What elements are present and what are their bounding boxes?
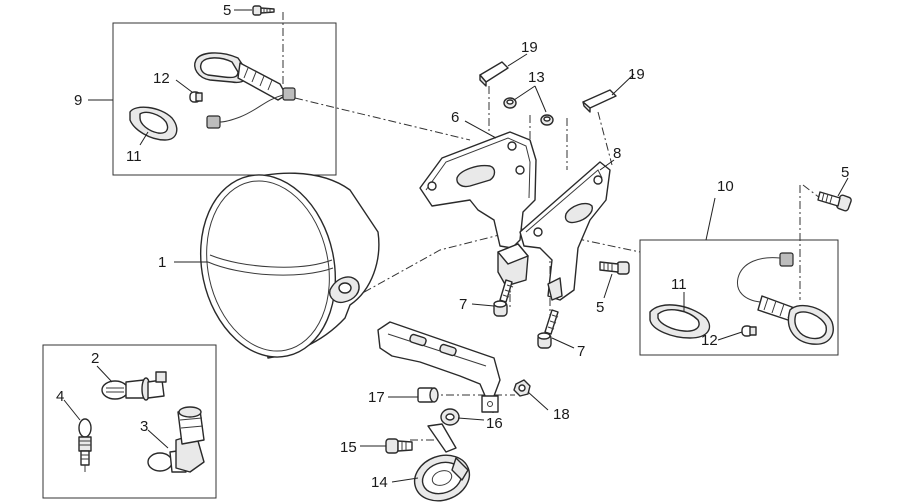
- horn-bracket: [377, 321, 501, 413]
- screw-7-right: [537, 309, 559, 349]
- callout-6: 6: [451, 109, 459, 126]
- callout-labels: 5 9 12 11 19 13 19 6 8 5 10 1 5 11 7 7 1…: [56, 2, 849, 491]
- washer-16: [440, 408, 460, 426]
- nut-18: [513, 379, 531, 397]
- callout-18: 18: [553, 406, 570, 423]
- callout-5-centre: 5: [596, 299, 604, 316]
- callout-12-right: 12: [701, 332, 718, 349]
- bulb-2: [101, 371, 167, 401]
- leader-lines: [63, 9, 849, 483]
- grommet-13-b: [540, 114, 554, 126]
- callout-7-right: 7: [577, 343, 585, 360]
- callout-1: 1: [158, 254, 166, 271]
- callout-12-left: 12: [153, 70, 170, 87]
- headlight-1: [199, 172, 380, 359]
- callout-15: 15: [340, 439, 357, 456]
- screw-7-left: [493, 279, 514, 317]
- callout-19-left: 19: [521, 39, 538, 56]
- callout-11-left: 11: [126, 148, 142, 165]
- rubber-19-right: [582, 89, 617, 113]
- callout-16: 16: [486, 415, 503, 432]
- bulbs-group-box: [42, 344, 217, 499]
- horn-14: [413, 423, 471, 502]
- left-indicator-9: [194, 52, 296, 129]
- left-indicator-group-box: [112, 22, 337, 176]
- bulb-12-left: [189, 91, 203, 103]
- callout-17: 17: [368, 389, 385, 406]
- callout-7-left: 7: [459, 296, 467, 313]
- callout-13: 13: [528, 69, 545, 86]
- callout-8: 8: [613, 145, 621, 162]
- screw-5-right: [817, 191, 852, 212]
- spacer-17: [417, 387, 439, 403]
- callout-9: 9: [74, 92, 82, 109]
- callout-2: 2: [91, 350, 99, 367]
- callout-5-right: 5: [841, 164, 849, 181]
- bracket-8: [519, 161, 611, 301]
- right-indicator-10: [736, 252, 834, 345]
- screw-15: [385, 438, 413, 454]
- callout-19-right: 19: [628, 66, 645, 83]
- right-indicator-group-box: [639, 239, 839, 356]
- grommet-13-a: [503, 97, 517, 109]
- callout-10: 10: [717, 178, 734, 195]
- screw-5-top: [252, 5, 275, 16]
- callout-5-top: 5: [223, 2, 231, 19]
- callout-11-right: 11: [671, 276, 687, 293]
- bulb-4: [78, 418, 92, 472]
- bracket-6: [419, 131, 537, 287]
- bulb-12-right: [741, 325, 757, 337]
- screw-5-centre: [599, 261, 630, 275]
- lens-11-left: [129, 106, 178, 141]
- callout-4: 4: [56, 388, 64, 405]
- rubber-19-left: [479, 61, 509, 87]
- lens-11-right: [649, 304, 711, 339]
- callout-3: 3: [140, 418, 148, 435]
- callout-14: 14: [371, 474, 388, 491]
- bulb-3: [147, 406, 205, 473]
